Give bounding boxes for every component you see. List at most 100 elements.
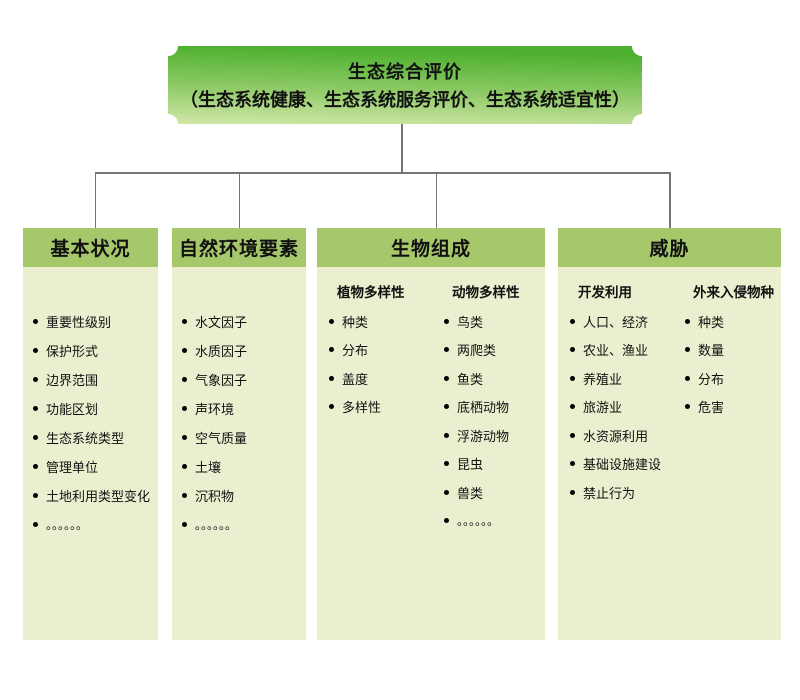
bullet-icon: [685, 404, 690, 410]
list-item: 沉积物: [182, 481, 306, 510]
bullet-icon: [444, 432, 449, 438]
bullet-icon: [444, 518, 449, 524]
bullet-icon: [182, 348, 187, 353]
bullet-icon: [570, 489, 575, 495]
bullet-icon: [33, 406, 38, 411]
panel-biological-composition: 生物组成 植物多样性 种类 分布 盖度 多样性 动物多样性 鸟类 两爬类 鱼类 …: [317, 228, 545, 640]
bullet-icon: [182, 493, 187, 498]
bullet-icon: [444, 375, 449, 381]
invasive-species-list: 种类 数量 分布 危害: [685, 307, 774, 421]
list-item: 分布: [329, 336, 444, 365]
diagram-title: 生态综合评价: [348, 61, 462, 82]
list-item: 数量: [685, 336, 774, 365]
connector-drop-2: [238, 172, 240, 229]
list-item: 声环境: [182, 394, 306, 423]
panel-threats-title: 威胁: [558, 228, 781, 267]
bullet-icon: [33, 464, 38, 469]
bullet-icon: [685, 318, 690, 324]
bullet-icon: [182, 522, 187, 527]
panel-basic-status-title: 基本状况: [23, 228, 158, 267]
list-item: 气象因子: [182, 365, 306, 394]
bullet-icon: [182, 464, 187, 469]
list-item: 分布: [685, 364, 774, 393]
list-item: 生态系统类型: [33, 423, 158, 452]
list-item: 边界范围: [33, 365, 158, 394]
list-item: 种类: [329, 307, 444, 336]
plaque-shape: [168, 46, 642, 124]
group-plant-diversity: 植物多样性 种类 分布 盖度 多样性: [329, 285, 444, 535]
group-invasive-species: 外来入侵物种 种类 数量 分布 危害: [685, 285, 774, 507]
bullet-icon: [685, 375, 690, 381]
list-item: 管理单位: [33, 452, 158, 481]
connector-horizontal: [95, 172, 670, 174]
list-item: 基础设施建设: [570, 450, 685, 479]
bullet-icon: [182, 406, 187, 411]
bullet-icon: [33, 348, 38, 353]
list-item: 。。。。。。: [182, 510, 306, 539]
bullet-icon: [329, 347, 334, 353]
list-item: 水资源利用: [570, 421, 685, 450]
root-banner: 生态综合评价 （生态系统健康、生态系统服务评价、生态系统适宜性）: [168, 46, 642, 124]
bullet-icon: [444, 404, 449, 410]
bullet-icon: [329, 318, 334, 324]
bullet-icon: [444, 347, 449, 353]
group-development-use-title: 开发利用: [578, 285, 632, 300]
connector-drop-1: [94, 172, 96, 229]
bullet-icon: [570, 404, 575, 410]
list-item: 种类: [685, 307, 774, 336]
list-item: 。。。。。。: [444, 507, 520, 536]
bullet-icon: [570, 347, 575, 353]
bullet-icon: [570, 318, 575, 324]
group-invasive-species-title: 外来入侵物种: [693, 285, 774, 300]
list-item: 鱼类: [444, 364, 520, 393]
list-item: 功能区划: [33, 394, 158, 423]
list-item: 农业、渔业: [570, 336, 685, 365]
bullet-icon: [444, 318, 449, 324]
bullet-icon: [33, 493, 38, 498]
list-item: 重要性级别: [33, 307, 158, 336]
bullet-icon: [444, 489, 449, 495]
bullet-icon: [33, 522, 38, 527]
list-item: 昆虫: [444, 450, 520, 479]
list-item: 两爬类: [444, 336, 520, 365]
list-item: 养殖业: [570, 364, 685, 393]
development-use-list: 人口、经济 农业、渔业 养殖业 旅游业 水资源利用 基础设施建设 禁止行为: [570, 307, 685, 507]
panel-natural-environment: 自然环境要素 水文因子 水质因子 气象因子 声环境 空气质量 土壤 沉积物 。。…: [172, 228, 306, 640]
bullet-icon: [570, 461, 575, 467]
bullet-icon: [33, 319, 38, 324]
list-item: 盖度: [329, 364, 444, 393]
panel-basic-status: 基本状况 重要性级别 保护形式 边界范围 功能区划 生态系统类型 管理单位 土地…: [23, 228, 158, 640]
plant-diversity-list: 种类 分布 盖度 多样性: [329, 307, 444, 421]
basic-status-list: 重要性级别 保护形式 边界范围 功能区划 生态系统类型 管理单位 土地利用类型变…: [23, 307, 158, 539]
list-item: 底栖动物: [444, 393, 520, 422]
list-item: 兽类: [444, 478, 520, 507]
bullet-icon: [329, 375, 334, 381]
bullet-icon: [329, 404, 334, 410]
list-item: 空气质量: [182, 423, 306, 452]
bullet-icon: [182, 319, 187, 324]
list-item: 浮游动物: [444, 421, 520, 450]
bullet-icon: [182, 435, 187, 440]
bullet-icon: [570, 432, 575, 438]
connector-stem: [401, 124, 403, 172]
list-item: 。。。。。。: [33, 510, 158, 539]
list-item: 多样性: [329, 393, 444, 422]
connector-drop-4: [669, 172, 671, 229]
group-plant-diversity-title: 植物多样性: [337, 285, 405, 300]
bullet-icon: [685, 347, 690, 353]
list-item: 人口、经济: [570, 307, 685, 336]
panel-natural-environment-title: 自然环境要素: [172, 228, 306, 267]
list-item: 旅游业: [570, 393, 685, 422]
list-item: 水质因子: [182, 336, 306, 365]
list-item: 保护形式: [33, 336, 158, 365]
list-item: 水文因子: [182, 307, 306, 336]
list-item: 鸟类: [444, 307, 520, 336]
panel-threats: 威胁 开发利用 人口、经济 农业、渔业 养殖业 旅游业 水资源利用 基础设施建设…: [558, 228, 781, 640]
bullet-icon: [33, 435, 38, 440]
group-animal-diversity: 动物多样性 鸟类 两爬类 鱼类 底栖动物 浮游动物 昆虫 兽类 。。。。。。: [444, 285, 520, 535]
bullet-icon: [570, 375, 575, 381]
bullet-icon: [444, 461, 449, 467]
connector-drop-3: [435, 172, 437, 229]
list-item: 禁止行为: [570, 478, 685, 507]
